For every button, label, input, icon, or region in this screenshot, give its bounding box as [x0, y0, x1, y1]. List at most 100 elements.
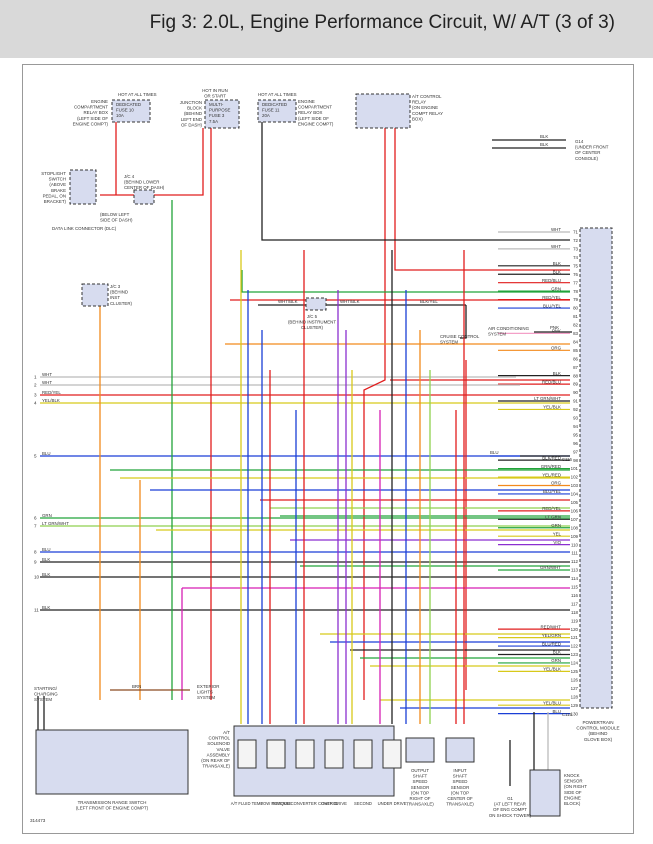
oss-label: SHAFT	[413, 774, 428, 779]
solenoid-label: VALVE	[216, 747, 230, 752]
knock-label: (ON RIGHT	[564, 784, 587, 789]
pcm-pin-wire: RED/BLU	[542, 379, 561, 384]
stoplight-label: PEDAL, ON	[43, 193, 66, 198]
g1-label: (AT LEFT REAR	[494, 802, 526, 807]
wire-red-blu-relay	[363, 128, 386, 700]
pcm-pin-number: 103	[571, 483, 579, 488]
label-blk: BLK	[540, 134, 548, 139]
fuse10-location: (LEFT SIDE OF	[77, 116, 108, 121]
component-layer	[35, 93, 613, 817]
iss-box	[445, 737, 475, 763]
pcm-pin-number: 79	[573, 297, 578, 302]
pcm-pin-number: 83	[573, 331, 578, 336]
pcm-pin-number: 82	[573, 323, 578, 328]
pcm-pin-number: 88	[573, 373, 578, 378]
pcm-pin-wire: YEL	[553, 531, 562, 536]
g14-label: G14	[575, 139, 584, 144]
pcm-pin-number: 126	[571, 677, 579, 682]
pcm-pin-wire: ORG	[551, 481, 562, 486]
fuse3-location: OF DASH)	[181, 122, 203, 127]
fuse11-location: COMPARTMENT	[298, 105, 332, 110]
iss-label: INPUT	[453, 768, 466, 773]
jc3-label: J/C 3	[110, 284, 121, 289]
pcm-pin-number: 107	[571, 517, 579, 522]
fuse3-label: 7.5A	[209, 119, 218, 124]
oss-box	[405, 737, 435, 763]
pcm-pin-number: 106	[571, 508, 579, 513]
pcm-pin-wire: RED/WHT	[541, 624, 562, 629]
solenoid-coil	[353, 739, 373, 769]
pcm-pin-number: 115	[571, 585, 579, 590]
fuse10-note: HOT AT ALL TIMES	[118, 92, 157, 97]
starting-label: CHARGING	[34, 692, 58, 697]
label-blu: BLU	[490, 450, 499, 455]
pcm-pin-number: 94	[573, 424, 578, 429]
fuse10-label: 10A	[116, 113, 124, 118]
pcm-pin-number: 114	[571, 576, 579, 581]
pcm-pin-number: 105	[571, 500, 579, 505]
knock-label: SENSOR	[564, 779, 583, 784]
left-entry-wire: BLK	[42, 557, 50, 562]
pcm-pin-number: 130	[571, 711, 579, 716]
pcm-pin-number: 108	[571, 525, 579, 530]
wire-blk-fuse11	[261, 122, 570, 241]
pcm-pin-number: 76	[573, 272, 578, 277]
left-entry-number: 4	[34, 401, 37, 406]
fuse11-location: RELAY BOX	[298, 110, 323, 115]
pcm-pin-number: 84	[573, 339, 578, 344]
label-wht-blk: WHT/BLK	[278, 299, 298, 304]
solenoid-coil	[295, 739, 315, 769]
left-entry-number: 6	[34, 516, 37, 521]
jc5-label: J/C 5	[307, 314, 318, 319]
pcm-pin-number: 96	[573, 441, 578, 446]
wire-layer	[37, 120, 572, 786]
pcm-pin-number: 97	[573, 449, 578, 454]
left-entry-number: 9	[34, 560, 37, 565]
left-entry-wire: WHT	[42, 372, 52, 377]
wire-blk-yel	[460, 305, 467, 339]
at-relay-label: COMPT RELAY	[412, 111, 443, 116]
pcm-pin-wire: RED/YEL	[542, 506, 561, 511]
stoplight-label: BRAKE	[51, 188, 66, 193]
pcm-pin-number: 74	[573, 255, 578, 260]
fuse3-location: (BEHIND	[184, 111, 202, 116]
left-entry-wire: YEL/BLK	[42, 398, 60, 403]
solenoid-label: A/T	[223, 730, 230, 735]
ext-lights-label: EXTERIOR	[197, 684, 219, 689]
stoplight-label: BRACKET)	[44, 199, 67, 204]
pcm-pin-number: 122	[571, 644, 579, 649]
g14-label: CONSOLE)	[575, 156, 598, 161]
knock-label: ENGINE	[564, 795, 581, 800]
pcm-pin-wire: BLK	[553, 650, 561, 655]
solenoid-item-label: A/T FLUID TEMP	[231, 801, 264, 806]
pcm-pin-number: 98	[573, 458, 578, 463]
oss-label: SPEED	[413, 779, 428, 784]
solenoid-item-label: UNDER DRIVE	[378, 801, 407, 806]
left-entry-number: 5	[34, 454, 37, 459]
pcm-pin-wire: BLU/RED	[542, 641, 561, 646]
fuse11-location: ENGINE	[298, 99, 315, 104]
left-entry-wire: LT GRN/WHT	[42, 521, 69, 526]
pcm-pin-number: 71	[573, 230, 578, 235]
pcm-pin-number: 92	[573, 407, 578, 412]
iss-label: SHAFT	[453, 774, 468, 779]
iss-label: (ON TOP	[451, 790, 469, 795]
left-entry-number: 10	[34, 575, 40, 580]
pcm-pin-wire: BLK/RED	[542, 455, 561, 460]
pcm-pin-number: 86	[573, 356, 578, 361]
at-relay-label: RELAY	[412, 100, 426, 105]
cruise-label: SYSTEM	[440, 340, 458, 345]
jc5-box	[305, 297, 327, 311]
oss-label: SENSOR	[411, 785, 430, 790]
pcm-pin-number: 78	[573, 289, 578, 294]
dlc-location: (BELOW LEFT	[100, 212, 130, 217]
pcm-pin-number: 75	[573, 263, 578, 268]
pcm-pin-wire: YEL/BLK	[543, 667, 561, 672]
fuse3-label: MULTI-	[209, 102, 224, 107]
iss-label: SPEED	[453, 779, 468, 784]
pcm-pin-wire: BLK	[553, 269, 561, 274]
pcm-pin-number: 93	[573, 416, 578, 421]
pcm-pin-number: 102	[571, 475, 579, 480]
at-relay-label: (ON ENGINE	[412, 105, 438, 110]
